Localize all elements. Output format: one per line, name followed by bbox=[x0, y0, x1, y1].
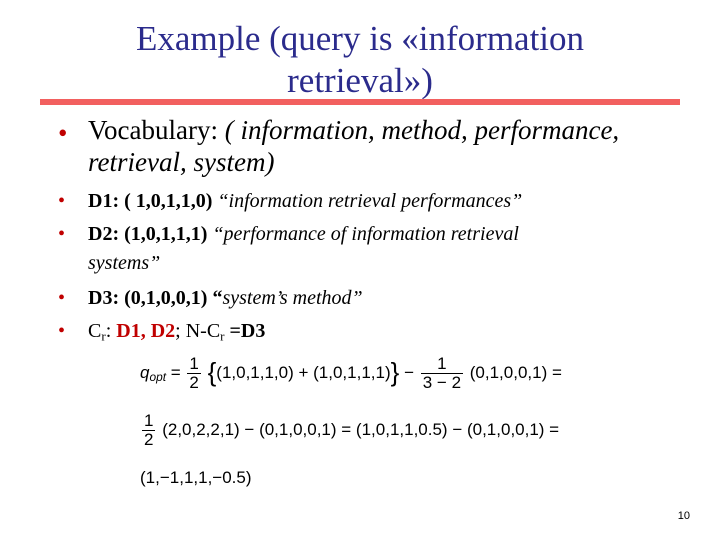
cr-label: C bbox=[88, 320, 102, 342]
slide-title: Example (query is «information retrieval… bbox=[60, 18, 660, 102]
d2-line: D2: (1,0,1,1,1) “performance of informat… bbox=[88, 223, 519, 246]
title-divider bbox=[40, 99, 680, 105]
d3-quote-open: “ bbox=[212, 287, 223, 309]
bullet-marker: • bbox=[58, 190, 66, 212]
cr-line: Cr: D1, D2; N-Cr =D3 bbox=[88, 320, 265, 344]
vocabulary-terms: ( information, method, performance, bbox=[224, 115, 620, 145]
ncr-label-sub: r bbox=[220, 328, 225, 344]
page-number: 10 bbox=[677, 510, 690, 522]
d1-vector: D1: ( 1,0,1,1,0) bbox=[88, 190, 213, 212]
d1-line: D1: ( 1,0,1,1,0) “information retrieval … bbox=[88, 190, 522, 213]
formula-sum: (1,0,1,1,0) + (1,0,1,1,1) bbox=[216, 362, 391, 382]
formula-step-2: (2,0,2,2,1) − (0,1,0,0,1) = (1,0,1,1,0.5… bbox=[162, 419, 560, 439]
vocabulary-label: Vocabulary: bbox=[88, 115, 218, 145]
title-line-2: retrieval») bbox=[287, 61, 433, 100]
bullet-marker: • bbox=[58, 287, 66, 309]
d2-text: “performance of information retrieval bbox=[212, 223, 519, 245]
vocabulary-line: Vocabulary: ( information, method, perfo… bbox=[88, 115, 619, 146]
vocabulary-terms-cont: retrieval, system) bbox=[88, 147, 275, 177]
cr-label-sub: r bbox=[101, 328, 106, 344]
formula-tail: (0,1,0,0,1) = bbox=[469, 362, 562, 382]
d3-text: system’s method” bbox=[222, 287, 363, 309]
d3-vector: D3: (0,1,0,0,1) bbox=[88, 287, 208, 309]
cr-colon: : bbox=[105, 320, 112, 342]
cr-d1: D1, bbox=[116, 320, 146, 342]
d2-text-cont: systems” bbox=[88, 252, 161, 274]
d1-text: “information retrieval performances” bbox=[217, 190, 523, 212]
bullet-marker: • bbox=[58, 118, 68, 148]
formula-line-3: (1,−1,1,1,−0.5) bbox=[140, 468, 252, 487]
bullet-marker: • bbox=[58, 320, 66, 342]
q-opt-symbol: qopt bbox=[140, 362, 166, 384]
d3-line: D3: (0,1,0,0,1) “system’s method” bbox=[88, 287, 363, 310]
bullet-marker: • bbox=[58, 223, 66, 245]
ncr-value: =D3 bbox=[229, 320, 266, 342]
cr-separator: ; N-C bbox=[175, 320, 221, 342]
d2-vector: D2: (1,0,1,1,1) bbox=[88, 223, 208, 245]
cr-d2: D2 bbox=[150, 320, 176, 342]
title-line-1: Example (query is «information bbox=[135, 19, 585, 58]
